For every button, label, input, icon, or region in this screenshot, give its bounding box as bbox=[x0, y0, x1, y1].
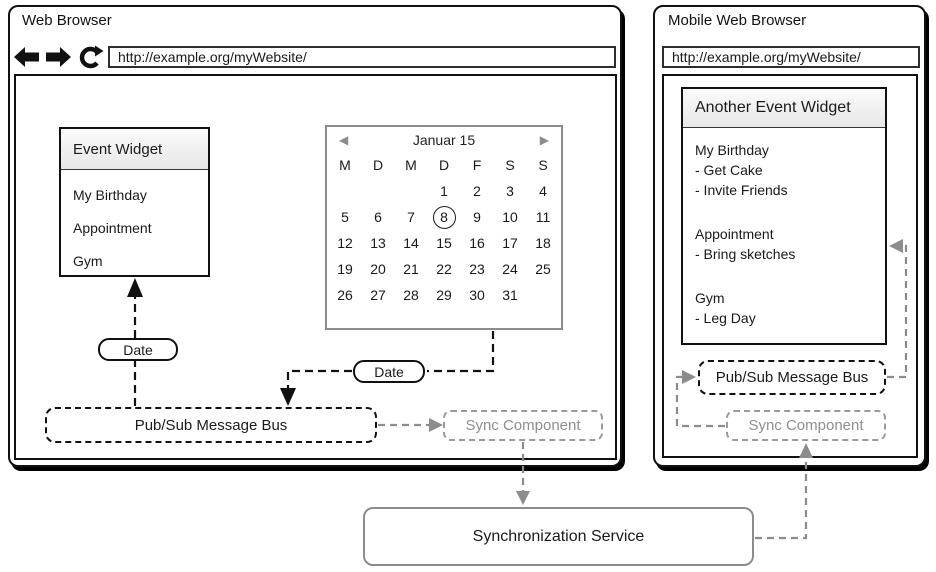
forward-icon[interactable] bbox=[45, 46, 72, 68]
event-widget-header: Event Widget bbox=[61, 129, 208, 170]
weekday-label: S bbox=[505, 157, 515, 173]
another-event-widget: Another Event Widget My Birthday - Get C… bbox=[681, 87, 887, 345]
browser-nav-buttons bbox=[13, 44, 104, 70]
calendar-day[interactable]: 16 bbox=[469, 235, 485, 251]
calendar-day[interactable]: 11 bbox=[535, 209, 551, 225]
event-title: My Birthday bbox=[695, 142, 769, 158]
calendar-day[interactable]: 24 bbox=[502, 261, 518, 277]
mobile-event-appointment[interactable]: Appointment - Bring sketches bbox=[695, 224, 885, 264]
event-widget: Event Widget My Birthday Appointment Gym bbox=[59, 127, 210, 277]
calendar-widget: ◀ Januar 15 ▶ M D M D F S S 1 2 3 4 5 bbox=[325, 125, 563, 330]
calendar-day[interactable]: 25 bbox=[535, 261, 551, 277]
calendar-day-empty bbox=[527, 282, 560, 308]
calendar-day[interactable]: 5 bbox=[341, 209, 349, 225]
calendar-grid: M D M D F S S 1 2 3 4 5 6 7 8 9 bbox=[327, 152, 561, 308]
calendar-day[interactable]: 26 bbox=[337, 287, 353, 303]
calendar-day[interactable]: 28 bbox=[403, 287, 419, 303]
calendar-day[interactable]: 22 bbox=[436, 261, 452, 277]
calendar-day[interactable]: 30 bbox=[469, 287, 485, 303]
mobile-browser-title: Mobile Web Browser bbox=[668, 12, 807, 29]
calendar-day[interactable]: 15 bbox=[436, 235, 452, 251]
weekday-label: D bbox=[438, 157, 450, 173]
calendar-day[interactable]: 14 bbox=[403, 235, 419, 251]
date-message-label-calendar: Date bbox=[353, 360, 425, 383]
event-detail: - Invite Friends bbox=[695, 182, 788, 198]
mobile-url-text: http://example.org/myWebsite/ bbox=[672, 49, 861, 65]
web-sync-component: Sync Component bbox=[443, 410, 603, 441]
prev-month-icon[interactable]: ◀ bbox=[339, 133, 349, 147]
event-title: Appointment bbox=[695, 226, 774, 242]
mobile-sync-component: Sync Component bbox=[726, 410, 886, 441]
calendar-day[interactable]: 20 bbox=[370, 261, 386, 277]
mobile-url-bar[interactable]: http://example.org/myWebsite/ bbox=[662, 46, 920, 68]
calendar-day[interactable]: 6 bbox=[374, 209, 382, 225]
calendar-day[interactable]: 7 bbox=[407, 209, 415, 225]
weekday-label: S bbox=[538, 157, 548, 173]
calendar-month-label: Januar 15 bbox=[412, 132, 476, 148]
another-event-widget-header: Another Event Widget bbox=[683, 89, 885, 128]
calendar-day[interactable]: 23 bbox=[469, 261, 485, 277]
next-month-icon[interactable]: ▶ bbox=[539, 133, 549, 147]
calendar-header: ◀ Januar 15 ▶ bbox=[327, 130, 561, 150]
calendar-day[interactable]: 18 bbox=[535, 235, 551, 251]
web-pubsub-message-bus: Pub/Sub Message Bus bbox=[45, 407, 377, 443]
mobile-event-gym[interactable]: Gym - Leg Day bbox=[695, 288, 885, 328]
calendar-day[interactable]: 31 bbox=[502, 287, 518, 303]
weekday-label: M bbox=[339, 157, 351, 173]
weekday-label: F bbox=[472, 157, 482, 173]
calendar-day-empty bbox=[395, 178, 428, 204]
calendar-day[interactable]: 1 bbox=[440, 183, 448, 199]
back-icon[interactable] bbox=[13, 46, 40, 68]
calendar-day[interactable]: 10 bbox=[502, 209, 518, 225]
calendar-day[interactable]: 12 bbox=[337, 235, 353, 251]
event-detail: - Get Cake bbox=[695, 162, 763, 178]
weekday-label: M bbox=[405, 157, 417, 173]
weekday-label: D bbox=[372, 157, 384, 173]
calendar-day[interactable]: 2 bbox=[473, 183, 481, 199]
calendar-day[interactable]: 4 bbox=[539, 183, 547, 199]
selected-day-circle: 8 bbox=[432, 205, 456, 229]
event-detail: - Bring sketches bbox=[695, 246, 796, 262]
calendar-day-empty bbox=[362, 178, 395, 204]
calendar-day[interactable]: 17 bbox=[502, 235, 518, 251]
calendar-day-empty bbox=[329, 178, 362, 204]
synchronization-service: Synchronization Service bbox=[363, 507, 754, 566]
event-item-appointment[interactable]: Appointment bbox=[73, 219, 152, 236]
event-title: Gym bbox=[695, 290, 725, 306]
calendar-day[interactable]: 29 bbox=[436, 287, 452, 303]
web-browser-title: Web Browser bbox=[22, 12, 112, 29]
event-item-gym[interactable]: Gym bbox=[73, 252, 103, 269]
calendar-day[interactable]: 21 bbox=[403, 261, 419, 277]
mobile-event-my-birthday[interactable]: My Birthday - Get Cake - Invite Friends bbox=[695, 140, 885, 200]
event-detail: - Leg Day bbox=[695, 310, 756, 326]
calendar-day-selected[interactable]: 8 bbox=[428, 204, 461, 230]
refresh-icon[interactable] bbox=[77, 44, 104, 70]
calendar-day[interactable]: 27 bbox=[370, 287, 386, 303]
event-item-my-birthday[interactable]: My Birthday bbox=[73, 186, 147, 203]
calendar-day[interactable]: 19 bbox=[337, 261, 353, 277]
url-bar[interactable]: http://example.org/myWebsite/ bbox=[108, 46, 616, 68]
mobile-pubsub-message-bus: Pub/Sub Message Bus bbox=[698, 360, 886, 395]
url-text: http://example.org/myWebsite/ bbox=[118, 49, 307, 65]
calendar-day[interactable]: 13 bbox=[370, 235, 386, 251]
date-message-label-widget: Date bbox=[98, 338, 178, 361]
calendar-day[interactable]: 3 bbox=[506, 183, 514, 199]
calendar-day[interactable]: 9 bbox=[473, 209, 481, 225]
